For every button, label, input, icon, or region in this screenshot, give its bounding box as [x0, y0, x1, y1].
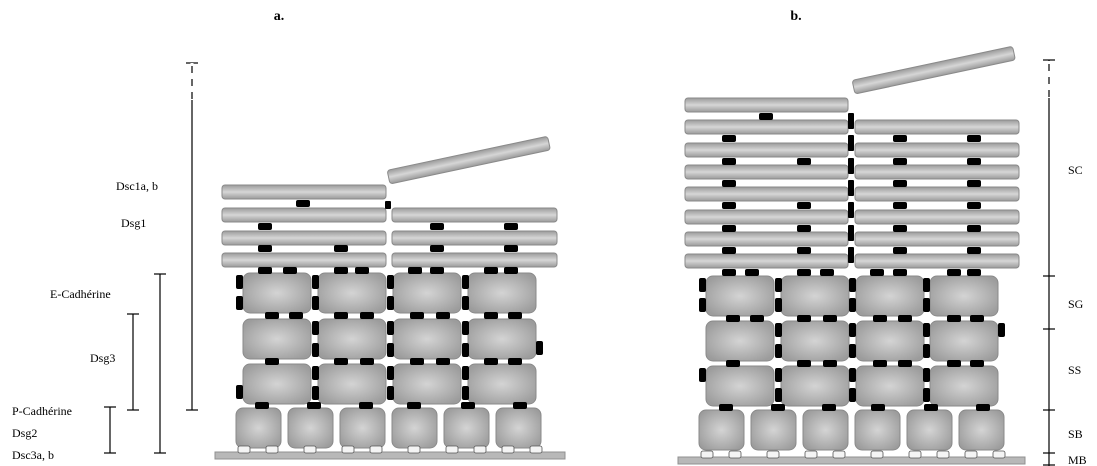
- layer-scale-bar: [1043, 59, 1055, 466]
- label-dsg2: Dsg2: [12, 426, 37, 440]
- desmosomes-b: [699, 113, 1005, 411]
- label-sb: SB: [1068, 427, 1083, 441]
- range-bar-p-cadherine: [104, 406, 116, 454]
- panel-a: Dsc1a, b Dsg1 E-Cadhérine Dsg3 P-Cadhéri…: [12, 62, 566, 462]
- keratinocytes-a: [242, 272, 537, 405]
- basement-membrane-b: [677, 456, 1026, 465]
- label-sc: SC: [1068, 163, 1083, 177]
- cornified-layers-a: [221, 136, 558, 268]
- label-mb: MB: [1068, 453, 1087, 466]
- desmosomes-a: [236, 200, 543, 409]
- cornified-layers-b: [684, 46, 1020, 269]
- label-dsg1: Dsg1: [121, 216, 146, 230]
- panel-b: SC SG SS SB MB: [677, 46, 1087, 466]
- basal-cells-b: [698, 409, 1005, 451]
- keratinocytes-b: [705, 275, 999, 407]
- range-bar-e-cadherine: [154, 273, 166, 454]
- hemidesmosomes-b: [700, 450, 1006, 459]
- label-dsg3: Dsg3: [90, 351, 115, 365]
- label-ss: SS: [1068, 363, 1081, 377]
- basement-membrane-a: [214, 451, 566, 460]
- label-e-cadherine: E-Cadhérine: [50, 287, 111, 301]
- panel-b-title: b.: [790, 9, 801, 24]
- label-sg: SG: [1068, 297, 1084, 311]
- hemidesmosomes-a: [237, 445, 543, 454]
- panel-a-title: a.: [274, 9, 285, 24]
- basal-cells-a: [235, 407, 542, 449]
- range-bar-dsg3: [127, 313, 139, 411]
- label-p-cadherine: P-Cadhérine: [12, 404, 72, 418]
- label-dsc1: Dsc1a, b: [116, 179, 158, 193]
- label-dsc3: Dsc3a, b: [12, 448, 54, 462]
- range-bar-dsc1: [186, 62, 198, 411]
